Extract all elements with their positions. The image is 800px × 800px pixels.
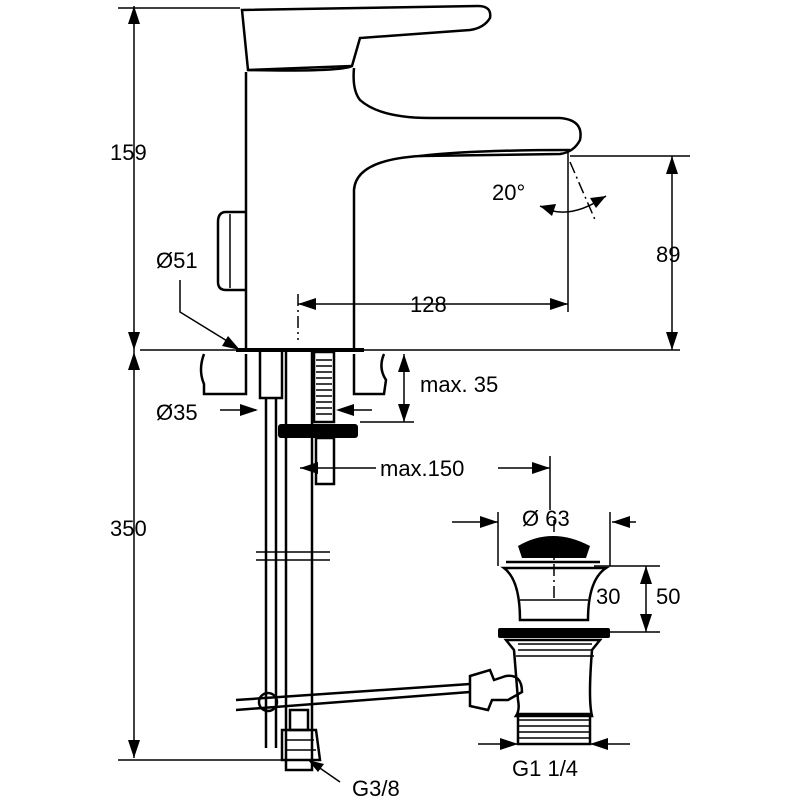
- dim-waste-range-a: 30: [596, 584, 620, 609]
- countertop-section: [140, 349, 680, 396]
- dim-hole-diameter: Ø35: [156, 400, 198, 425]
- mounting-assembly: [235, 348, 471, 772]
- dim-spout-angle: 20°: [492, 180, 525, 205]
- dim-spout-reach: 128: [410, 292, 447, 317]
- pop-up-waste: [468, 520, 611, 746]
- dim-waste-thread: G1 1/4: [512, 756, 578, 781]
- dim-spout-height: 89: [656, 242, 680, 267]
- dim-total-height-above: 159: [110, 140, 147, 165]
- dim-supply-thread: G3/8: [352, 776, 400, 800]
- dim-base-diameter: Ø51: [156, 248, 198, 273]
- dim-waste-range-b: 50: [656, 584, 680, 609]
- dim-deck-thickness: max. 35: [420, 372, 498, 397]
- dim-total-length-below: 350: [110, 516, 147, 541]
- dim-supply-offset: max.150: [380, 456, 464, 481]
- faucet-body: [216, 4, 582, 352]
- dim-waste-diameter: Ø 63: [522, 506, 570, 531]
- dimension-lines: [118, 6, 690, 783]
